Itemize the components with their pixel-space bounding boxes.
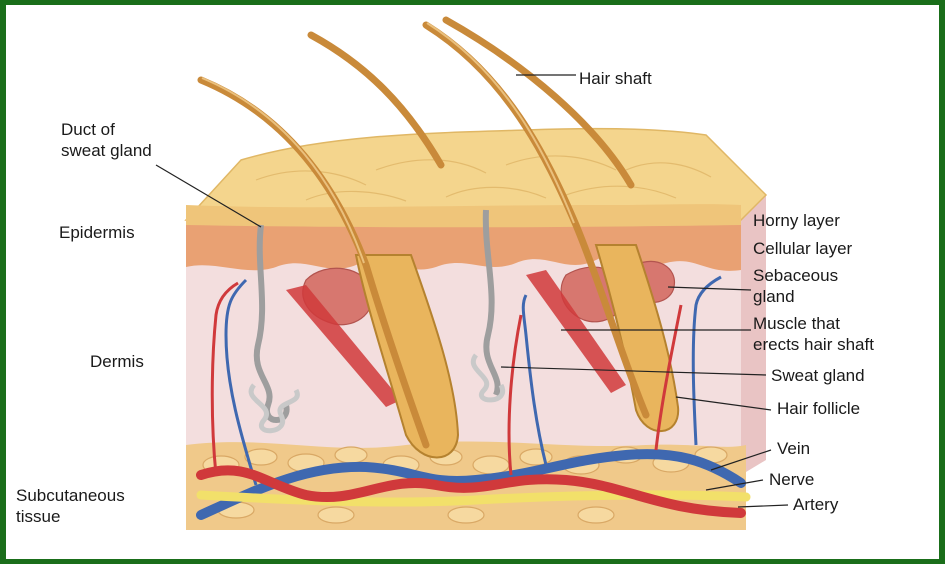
label-muscle-erects-hair-shaft: Muscle that erects hair shaft bbox=[753, 313, 874, 355]
label-cellular-layer: Cellular layer bbox=[753, 238, 852, 259]
label-hair-shaft: Hair shaft bbox=[579, 68, 652, 89]
label-vein: Vein bbox=[777, 438, 810, 459]
label-nerve: Nerve bbox=[769, 469, 814, 490]
label-hair-follicle: Hair follicle bbox=[777, 398, 860, 419]
horny-layer-front bbox=[186, 204, 741, 227]
diagram-frame: Hair shaft Duct of sweat gland Epidermis… bbox=[6, 5, 939, 559]
label-epidermis: Epidermis bbox=[59, 222, 135, 243]
label-sweat-gland: Sweat gland bbox=[771, 365, 865, 386]
label-horny-layer: Horny layer bbox=[753, 210, 840, 231]
label-artery: Artery bbox=[793, 494, 838, 515]
label-duct-of-sweat-gland: Duct of sweat gland bbox=[61, 119, 152, 161]
label-sebaceous-gland: Sebaceous gland bbox=[753, 265, 838, 307]
label-dermis: Dermis bbox=[90, 351, 144, 372]
label-subcutaneous-tissue: Subcutaneous tissue bbox=[16, 485, 125, 527]
